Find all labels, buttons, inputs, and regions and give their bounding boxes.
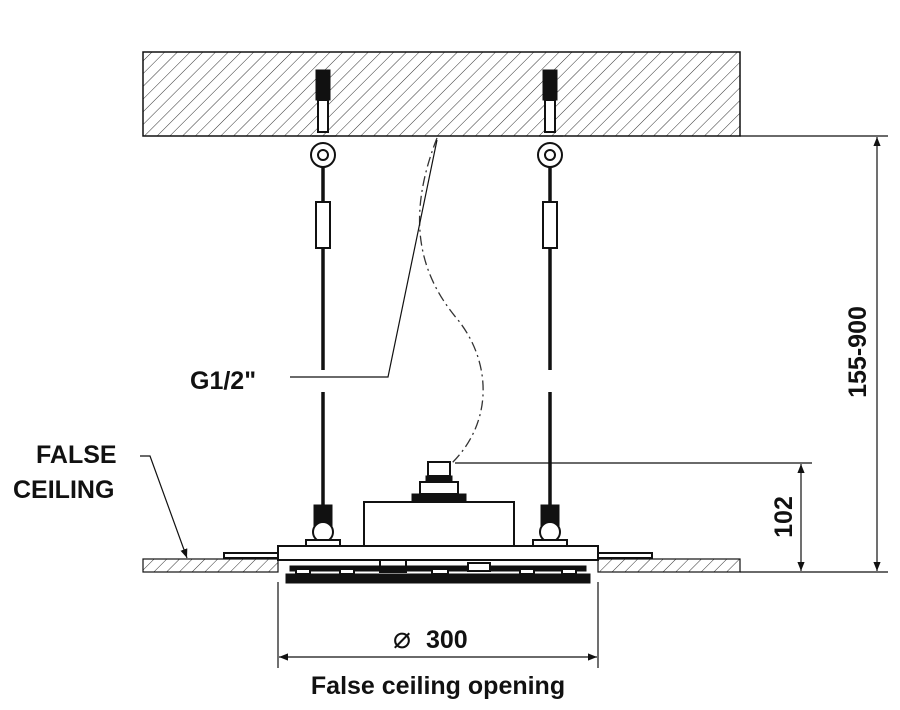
total-height-label: 155-900 (844, 306, 872, 398)
false-ceiling-label-line2: CEILING (13, 476, 114, 504)
pipe-connection-leader (290, 139, 438, 378)
opening-caption: False ceiling opening (311, 672, 565, 700)
false-ceiling (142, 558, 741, 573)
false-ceiling-leader (140, 455, 188, 559)
opening-diameter-dimension (277, 582, 599, 668)
diameter-icon: ⌀ (393, 621, 411, 656)
left-suspension-rod (305, 69, 341, 547)
diameter-value-label: 300 (426, 626, 468, 654)
shower-head (223, 461, 653, 584)
right-suspension-rod (532, 69, 568, 547)
total-height-dimension (740, 135, 888, 573)
ceiling-slab (142, 51, 741, 137)
false-ceiling-label-line1: FALSE (36, 441, 117, 469)
pipe-connection-label: G1/2" (190, 367, 256, 395)
head-height-label: 102 (770, 496, 798, 538)
false-ceiling-left (142, 558, 279, 573)
head-height-dimension (455, 462, 812, 571)
false-ceiling-right (597, 558, 741, 573)
flexible-hose (418, 137, 484, 464)
